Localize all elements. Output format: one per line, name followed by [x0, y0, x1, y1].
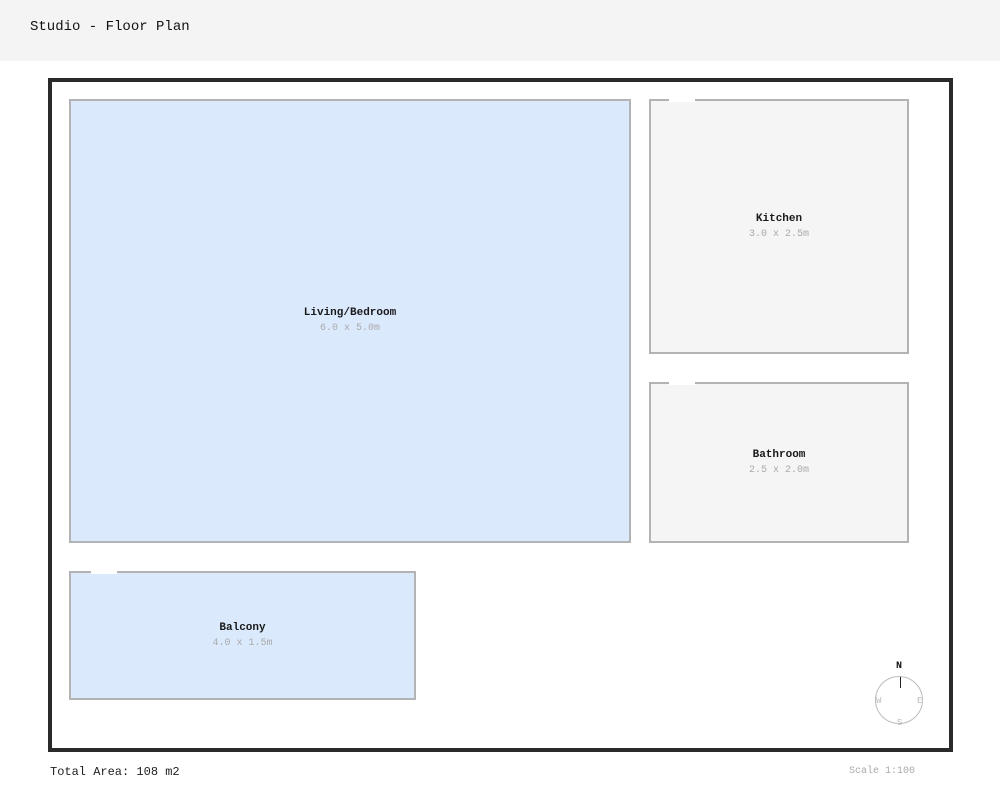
- room-name: Balcony: [219, 621, 266, 634]
- room-balcony[interactable]: Balcony 4.0 x 1.5m: [69, 571, 416, 700]
- room-name: Living/Bedroom: [303, 307, 397, 319]
- compass-west-label: W: [876, 696, 882, 706]
- room-dimensions: 6.0 x 5.0m: [319, 323, 380, 334]
- compass-east-label: E: [917, 696, 923, 706]
- door-opening: [669, 382, 695, 385]
- total-area: Total Area: 108 m2: [50, 765, 180, 779]
- door-opening: [91, 571, 117, 574]
- room-living-bedroom[interactable]: Living/Bedroom 6.0 x 5.0m: [69, 99, 631, 543]
- compass-north-label: N: [896, 661, 903, 672]
- compass-south-label: S: [897, 718, 903, 728]
- room-dimensions: 3.0 x 2.5m: [748, 228, 809, 240]
- page-title: Studio - Floor Plan: [30, 19, 190, 35]
- room-bathroom[interactable]: Bathroom 2.5 x 2.0m: [649, 382, 909, 543]
- room-dimensions: 2.5 x 2.0m: [748, 464, 809, 476]
- room-name: Kitchen: [755, 212, 803, 225]
- room-name: Bathroom: [752, 448, 806, 461]
- room-dimensions: 4.0 x 1.5m: [212, 637, 273, 649]
- compass-icon: E S W: [875, 676, 923, 728]
- room-kitchen[interactable]: Kitchen 3.0 x 2.5m: [649, 99, 909, 354]
- scale-label: Scale 1:100: [849, 766, 916, 777]
- header: Studio - Floor Plan: [0, 0, 1000, 61]
- compass-needle: [900, 677, 901, 688]
- door-opening: [669, 99, 695, 102]
